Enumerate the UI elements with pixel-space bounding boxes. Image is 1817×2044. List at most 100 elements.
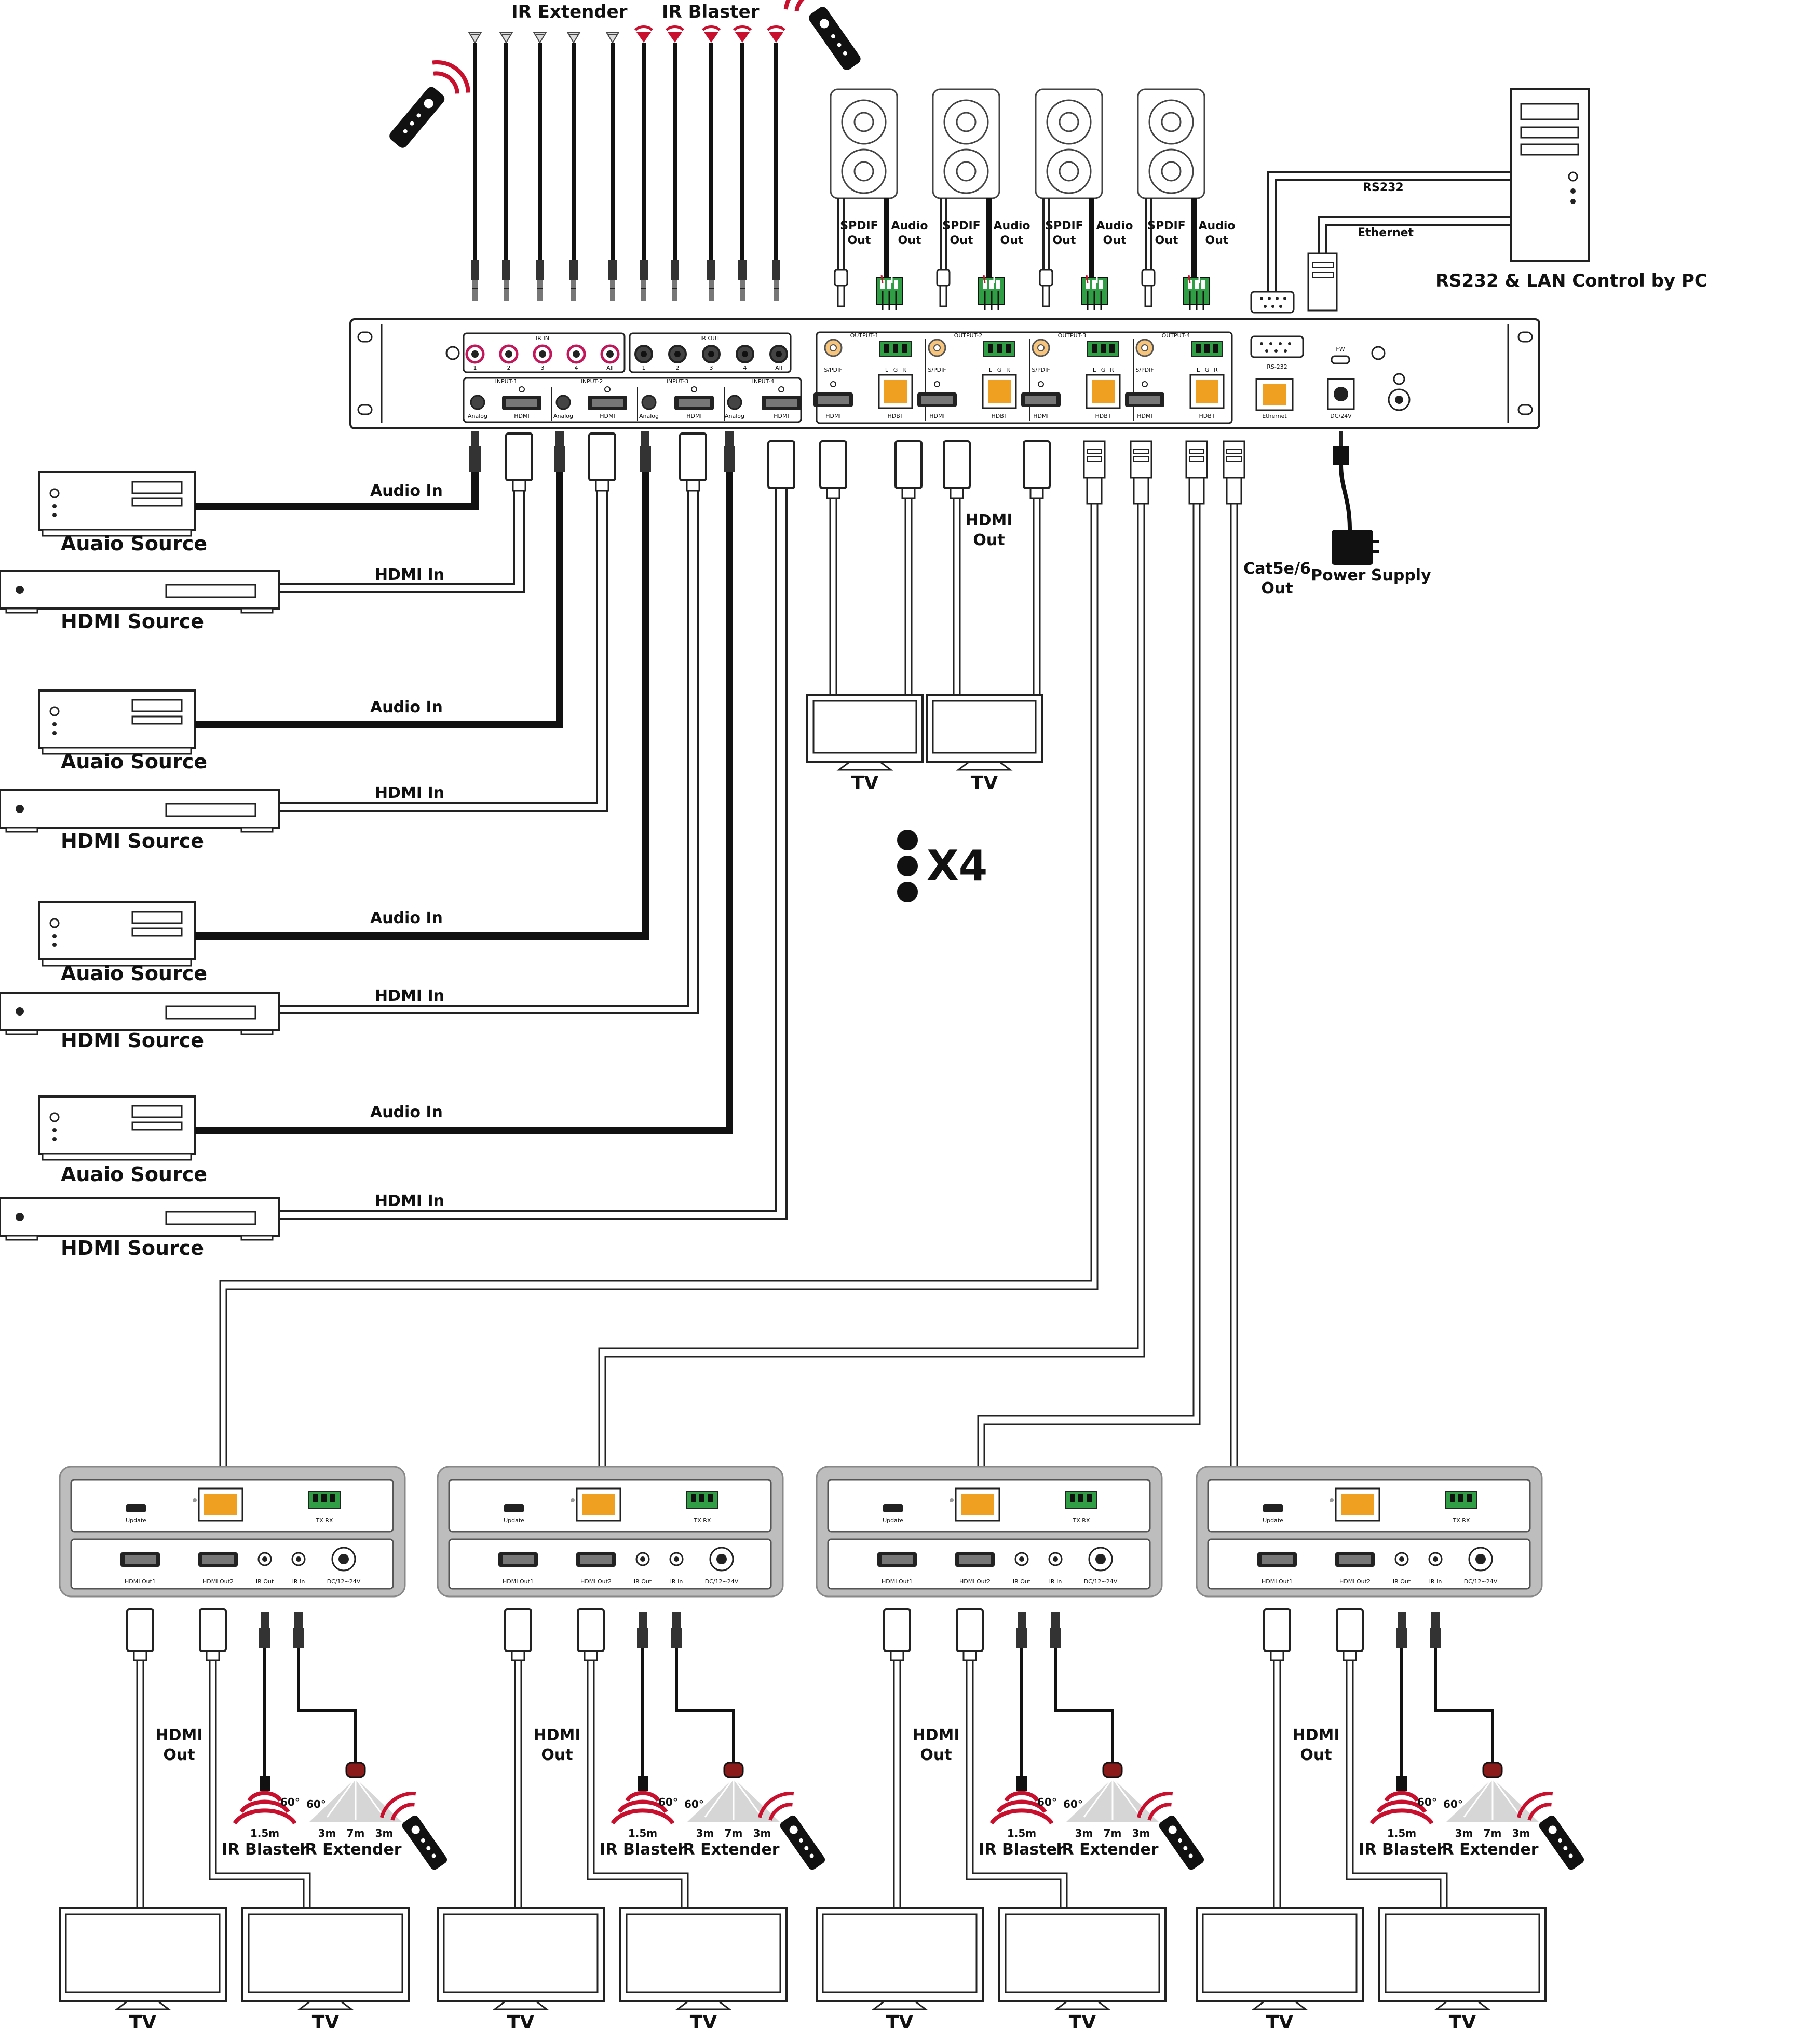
local-tv-2: TV (926, 694, 1043, 794)
spdif-port-label: S/PDIF (824, 367, 842, 373)
update-label: Update (1263, 1517, 1283, 1524)
hdbt-port-inner (1092, 380, 1115, 403)
lgr-label: G (1205, 367, 1210, 373)
display-panel-icon (165, 1005, 256, 1020)
hdmi-plug-icon (505, 432, 533, 481)
hdmi-out-label: HDMI (1292, 1726, 1339, 1744)
ir-wave-icon (1376, 1799, 1427, 1813)
hdmi-plug-icon (1023, 440, 1051, 489)
ir-wave-icon (768, 1803, 793, 1821)
woofer-icon (1046, 99, 1092, 145)
spdif-port-label: S/PDIF (1135, 367, 1154, 373)
ir-wave-icon (233, 1808, 297, 1825)
remote-icon (389, 60, 470, 148)
cat-cable (977, 504, 1195, 1467)
ir-extender-cable (1054, 1648, 1114, 1763)
input-label: INPUT-4 (752, 378, 775, 385)
fw-label: FW (1336, 346, 1345, 353)
ir-blaster-head-icon (769, 32, 783, 43)
hdmi-source-foot (240, 1235, 274, 1241)
hdmi-out-label-2: Out (1300, 1746, 1332, 1764)
terminal-screw (983, 280, 987, 289)
usb-port-icon (1331, 355, 1350, 364)
audio-plug-body (640, 446, 651, 472)
ir-extender-cable (533, 32, 547, 301)
output-led (1142, 381, 1148, 387)
hdmi-plug-neck (133, 1650, 147, 1661)
input-led (519, 386, 525, 392)
terminal-screw (996, 280, 1000, 289)
ir-wave-icon (1147, 1803, 1172, 1821)
hdmi-plug-icon (1263, 1608, 1291, 1652)
ir-out-jack-hole (742, 351, 748, 357)
ir-wave-icon (634, 25, 653, 31)
ir-out-jack-hole (640, 1556, 645, 1562)
audio-plug-icon (555, 431, 564, 446)
ir-blaster-cable (702, 25, 721, 301)
hdmi-in-cable-2 (279, 483, 788, 1220)
spdif-label-2: Out (1155, 234, 1178, 247)
hdmi-source-3 (0, 992, 280, 1035)
analog-jack-icon (470, 395, 485, 410)
dc-jack-center (716, 1554, 727, 1564)
jack-plug-icon (639, 1612, 647, 1628)
audio-in-label: Audio In (370, 909, 443, 927)
ir-wave-icon (1369, 1808, 1434, 1825)
hdmi-cable (966, 1660, 1062, 1908)
rca-tip-icon (1042, 285, 1050, 307)
power-supply-icon (1332, 431, 1379, 565)
hdmi-plug-neck (686, 479, 700, 492)
hdmi-out-label: HDMI (965, 511, 1012, 530)
spdif-port-center (1141, 344, 1148, 351)
disc-tray-icon (131, 481, 183, 494)
wire-red (1086, 275, 1089, 283)
output-label: OUTPUT-1 (850, 332, 879, 339)
terminal-slot (1450, 1494, 1455, 1502)
remote-button (809, 1853, 814, 1858)
woofer-icon (943, 99, 989, 145)
audio-source-label: Auaio Source (61, 750, 207, 773)
hdmi-plug-neck (901, 487, 916, 499)
tv-stand (492, 2000, 549, 2010)
lgr-label: L (1093, 367, 1096, 373)
jack-tip-icon (571, 280, 576, 301)
blaster-dist-label: 1.5m (1387, 1827, 1416, 1839)
terminal-screw (1099, 280, 1103, 289)
input-led (778, 386, 784, 392)
rca-tip-icon (1144, 285, 1152, 307)
ir-cone-line (355, 1778, 385, 1818)
audio-out-label-2: Out (1000, 234, 1024, 247)
jack-plug-icon (671, 260, 679, 280)
audio-out-label: Audio (891, 220, 928, 233)
hdmi-in-cable (279, 483, 598, 804)
ir-blaster-cable (666, 25, 684, 301)
hdmi-out-port-label: HDMI Out1 (882, 1578, 913, 1585)
hdmi-source-label: HDMI Source (61, 610, 204, 633)
audio-source-label: Auaio Source (61, 532, 207, 555)
hdmi-plug-icon (577, 1608, 605, 1652)
ir-out-label: IR OUT (700, 335, 720, 342)
hdmi-cable (209, 1660, 305, 1908)
wire-red (1188, 275, 1191, 283)
hdmi-source-foot (5, 1029, 38, 1035)
jack-plug-icon (608, 260, 617, 280)
jack-plug-icon (707, 260, 715, 280)
hdmi-port-inner (679, 399, 710, 407)
hdmi-port-inner (202, 1555, 234, 1564)
pc-tower-icon (1510, 88, 1590, 262)
ir-wave-icon (617, 1799, 668, 1813)
audio-plug-body (469, 446, 481, 472)
hdmi-plug-neck (962, 1650, 977, 1661)
db9-connector-icon (1250, 291, 1295, 314)
cat-cable-2 (225, 504, 1099, 1467)
blaster-dist-label: 1.5m (250, 1827, 279, 1839)
terminal-slot (330, 1494, 335, 1502)
disc-slot-icon (131, 715, 183, 725)
ir-wave-icon (390, 1803, 415, 1821)
hdmi-out-port-label: HDMI Out2 (959, 1578, 991, 1585)
tv-b: TV (998, 1907, 1167, 2033)
ir-wave-icon (1527, 1803, 1552, 1821)
jack-plug-icon (1018, 1612, 1026, 1628)
